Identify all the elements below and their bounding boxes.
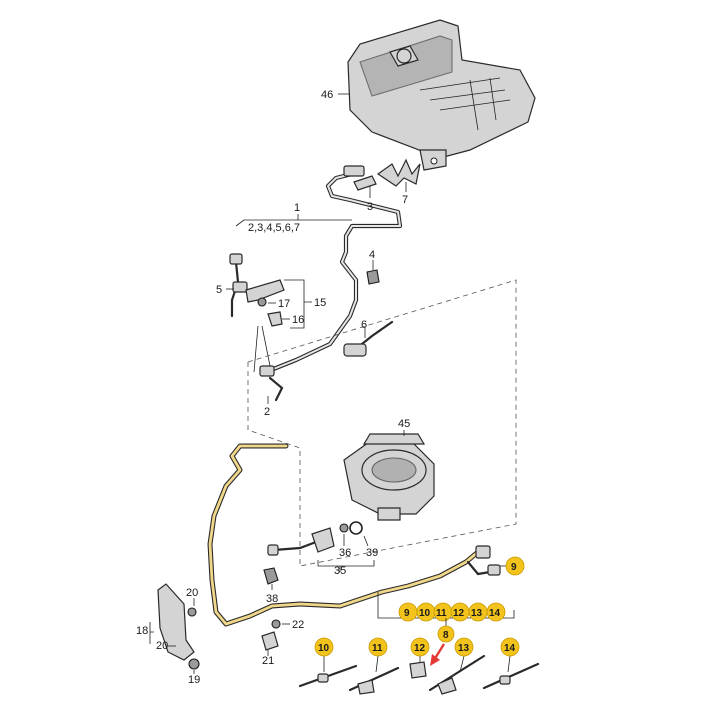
sensor-6 (343, 320, 394, 357)
group-8-item: 14 (489, 608, 501, 619)
label-15: 15 (314, 297, 326, 309)
group-8-item: 11 (436, 608, 447, 619)
label-36: 36 (339, 547, 351, 559)
particle-filter (343, 433, 435, 521)
label-17: 17 (278, 298, 290, 310)
label-35: 35 (334, 565, 346, 577)
group-8-badges: 9 10 11 12 13 14 (398, 602, 506, 622)
label-45: 45 (398, 418, 410, 430)
badge-14 (500, 637, 520, 657)
clip-38 (263, 567, 279, 585)
clip-10 (298, 664, 358, 688)
label-20-bottom: 20 (156, 640, 168, 652)
temp-sensor-35 (267, 521, 363, 556)
label-13: 13 (458, 643, 470, 654)
clip-4 (366, 269, 380, 285)
clip-12 (409, 661, 427, 679)
label-5: 5 (216, 284, 222, 296)
lower-fuel-line (207, 443, 501, 627)
label-group-1: 2,3,4,5,6,7 (248, 222, 300, 234)
badge-11 (368, 637, 388, 657)
label-16: 16 (292, 314, 304, 326)
label-14: 14 (504, 643, 516, 654)
fuel-tank (347, 19, 536, 171)
badge-13 (454, 637, 474, 657)
badge-10 (314, 637, 334, 657)
label-8: 8 (443, 630, 449, 641)
label-38: 38 (266, 593, 278, 605)
label-10: 10 (318, 643, 330, 654)
label-7: 7 (402, 194, 408, 206)
label-2: 2 (264, 406, 270, 418)
label-4: 4 (369, 249, 375, 261)
label-20-top: 20 (186, 587, 198, 599)
bracket-18 (157, 583, 200, 670)
badge-8 (437, 625, 455, 643)
main-fuel-line (259, 165, 403, 402)
label-21: 21 (262, 655, 274, 667)
label-6: 6 (361, 319, 367, 331)
label-18: 18 (136, 625, 148, 637)
label-3: 3 (367, 201, 373, 213)
clip-21 (261, 619, 281, 651)
label-12: 12 (414, 643, 426, 654)
highlight-arrow-icon (430, 643, 446, 666)
badge-9 (505, 556, 525, 576)
group-8-item: 13 (471, 608, 483, 619)
connector-3 (353, 175, 377, 191)
badge-12 (410, 637, 430, 657)
label-1: 1 (294, 202, 300, 214)
label-39: 39 (366, 547, 378, 559)
clip-14 (482, 662, 540, 690)
group-8-item: 9 (404, 608, 410, 619)
label-46: 46 (321, 89, 333, 101)
label-11: 11 (372, 643, 383, 654)
label-9: 9 (511, 562, 517, 573)
clip-11 (348, 666, 400, 695)
bracket-7 (376, 158, 421, 187)
sensor-5 (229, 253, 248, 318)
bracket-15 (245, 279, 285, 327)
label-22: 22 (292, 619, 304, 631)
label-19: 19 (188, 674, 200, 686)
group-8-item: 12 (453, 608, 465, 619)
clip-13 (428, 654, 486, 695)
group-8-item: 10 (419, 608, 431, 619)
